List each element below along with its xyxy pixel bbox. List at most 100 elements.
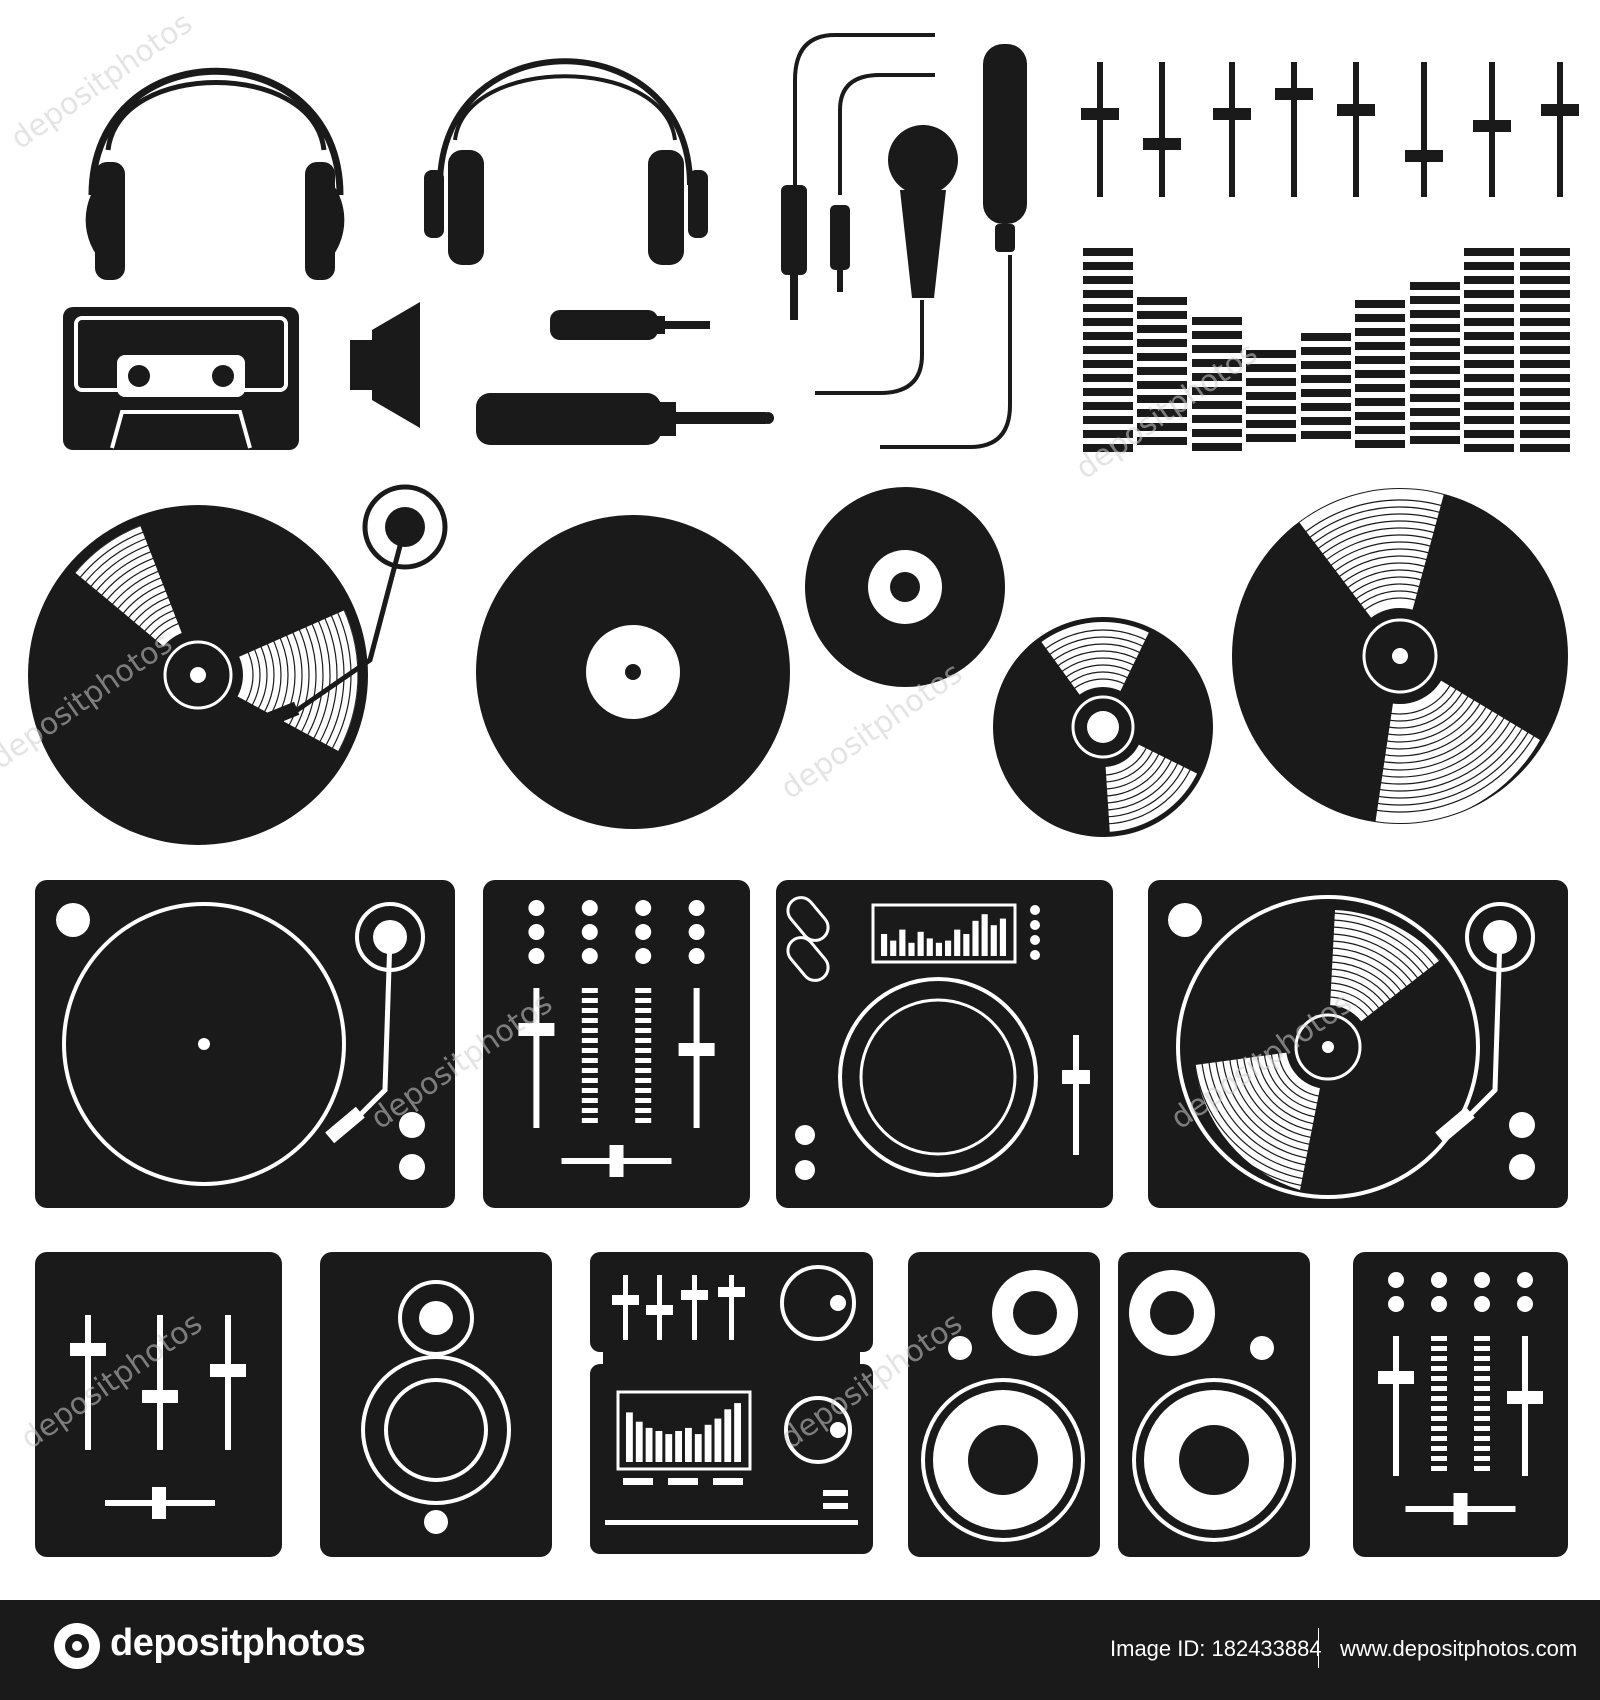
level-bar	[1301, 333, 1351, 341]
meter-segment	[1474, 1436, 1490, 1441]
meter-segment	[1474, 1336, 1490, 1341]
groove-ring	[1271, 527, 1529, 785]
graph-bar	[694, 1434, 702, 1462]
level-bar	[1355, 314, 1405, 322]
knob	[581, 900, 598, 916]
level-bar	[1355, 398, 1405, 406]
graph-bar	[917, 931, 924, 956]
knob	[581, 924, 598, 940]
level-bar	[1137, 437, 1187, 445]
fader-track	[1522, 1336, 1528, 1476]
meter-segment	[581, 1058, 598, 1063]
knob	[635, 948, 652, 964]
dj-mixer-icon	[1353, 1252, 1568, 1557]
meter-segment	[635, 1048, 652, 1053]
meter-segment	[581, 1118, 598, 1123]
level-bar	[1301, 403, 1351, 411]
groove-ring	[1228, 947, 1428, 1147]
level-bar	[1520, 276, 1570, 284]
level-bar	[1520, 318, 1570, 326]
level-bar	[1301, 389, 1351, 397]
groove-ring	[1026, 650, 1180, 804]
level-bar	[1246, 434, 1296, 442]
level-bar	[1246, 364, 1296, 372]
knob	[581, 948, 598, 964]
meter-segment	[635, 988, 652, 993]
groove-ring	[1320, 576, 1480, 736]
knob	[688, 948, 705, 964]
knob	[528, 948, 545, 964]
audio-cable-icon	[781, 33, 1012, 449]
meter-segment	[581, 998, 598, 1003]
graph-bar	[881, 934, 888, 956]
meter-segment	[1474, 1396, 1490, 1401]
meter-segment	[581, 988, 598, 993]
groove-ring	[58, 535, 338, 815]
level-bar	[1083, 262, 1133, 270]
groove-ring	[1207, 926, 1449, 1168]
level-bar	[1410, 310, 1460, 318]
graph-bar	[972, 920, 979, 956]
groove-ring	[1277, 996, 1379, 1098]
level-bar	[1464, 276, 1514, 284]
level-bar	[1520, 388, 1570, 396]
groove-ring	[1033, 657, 1173, 797]
meter-segment	[635, 1008, 652, 1013]
meter-segment	[581, 1078, 598, 1083]
record-player-icon	[28, 484, 448, 845]
graph-bar	[714, 1418, 722, 1462]
groove-ring	[142, 619, 254, 731]
level-bar	[1520, 290, 1570, 298]
level-bar	[1137, 381, 1187, 389]
meter-segment	[1474, 1456, 1490, 1461]
footer-bar: depositphotos Image ID: 182433884 www.de…	[0, 1600, 1600, 1700]
level-bar	[1464, 346, 1514, 354]
knob	[688, 900, 705, 916]
groove-ring	[1200, 919, 1456, 1175]
level-bar	[1355, 426, 1405, 434]
level-bar	[1083, 430, 1133, 438]
level-bar	[1083, 346, 1133, 354]
meter-segment	[1474, 1406, 1490, 1411]
level-bar	[1192, 345, 1242, 353]
meter-segment	[1474, 1426, 1490, 1431]
graph-bar	[685, 1427, 692, 1462]
meter-segment	[1431, 1466, 1447, 1471]
fader-track	[1393, 1336, 1399, 1476]
level-bar	[1410, 380, 1460, 388]
level-meter-icon	[1083, 248, 1570, 452]
level-bar	[1410, 436, 1460, 444]
meter-segment	[1474, 1416, 1490, 1421]
meter-segment	[581, 1038, 598, 1043]
fader-track	[693, 988, 700, 1128]
level-bar	[1192, 331, 1242, 339]
meter-segment	[581, 1088, 598, 1093]
microphone-icon	[888, 44, 1027, 298]
level-bar	[1355, 328, 1405, 336]
level-bar	[1192, 415, 1242, 423]
graph-bar	[990, 925, 997, 956]
groove-ring	[1235, 954, 1421, 1140]
groove-ring	[1327, 583, 1473, 729]
cdj-player-icon	[776, 880, 1113, 1208]
groove-ring	[1005, 629, 1201, 825]
knob	[688, 924, 705, 940]
level-bar	[1083, 444, 1133, 452]
graph-bar	[890, 940, 897, 956]
site-url[interactable]: www.depositphotos.com	[1340, 1636, 1578, 1661]
level-bar	[1410, 282, 1460, 290]
level-bar	[1301, 431, 1351, 439]
level-bar	[1355, 412, 1405, 420]
knob	[1388, 1296, 1404, 1312]
vinyl-record-icon	[1232, 488, 1568, 824]
groove-ring	[1257, 513, 1543, 799]
knob	[635, 900, 652, 916]
groove-ring	[121, 598, 275, 752]
graph-bar	[665, 1434, 673, 1462]
graph-bar	[908, 942, 915, 956]
meter-segment	[635, 1028, 652, 1033]
cd-icon	[805, 487, 1005, 687]
level-bar	[1192, 317, 1242, 325]
groove-ring	[1341, 597, 1459, 715]
groove-ring	[1313, 569, 1487, 743]
